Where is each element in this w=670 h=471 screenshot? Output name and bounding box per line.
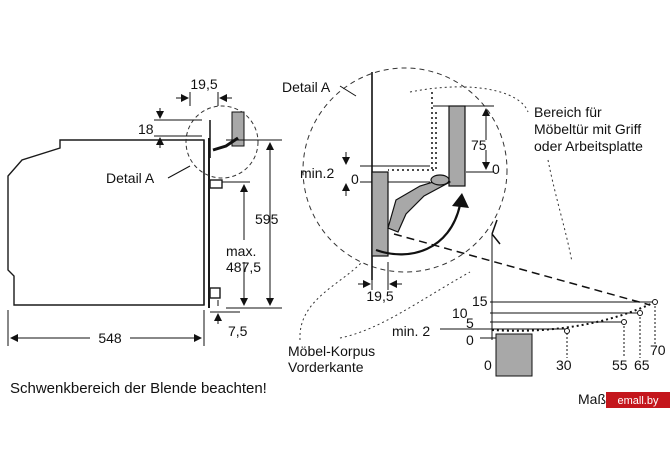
dim-0-detail-label: 0 [351,171,359,187]
region-label-2: Möbeltür mit Griff [534,121,641,137]
dim-75 [466,105,494,173]
dim-0-right-label: 0 [492,161,500,177]
swing-diagram [393,219,658,377]
dim-487-5-label: 487,5 [226,259,261,275]
dim-19-5-top-label: 19,5 [190,76,217,92]
swing-x-tick: 65 [634,357,650,373]
dim-19-5-top [176,92,232,106]
oven-front-panel [371,171,389,257]
swing-panel [495,333,533,377]
dim-7-5-label: 7,5 [228,323,248,339]
dim-548 [7,310,205,346]
swing-y-tick: min. 2 [392,323,430,339]
swing-y-tick: 0 [466,332,474,348]
dim-75-label: 75 [471,137,487,153]
dim-min2-detail-label: min.2 [300,165,334,181]
swing-x-tick: 0 [484,357,492,373]
swing-x-tick: 30 [556,357,572,373]
dim-max-label: max. [226,243,256,259]
detail-a-top-label: Detail A [282,79,331,95]
swing-y-tick: 10 [452,305,468,321]
small-door-panel [231,111,245,147]
oven-body-outline [7,139,205,306]
detail-a-large [302,67,508,280]
handle-arm [387,177,451,233]
swing-x-tick: 55 [612,357,628,373]
oven-side-view [7,138,223,308]
caption: Schwenkbereich der Blende beachten! [10,380,267,397]
dim-548-label: 548 [98,330,122,346]
dim-18-label: 18 [138,121,154,137]
region-label-3: oder Arbeitsplatte [534,138,643,154]
swing-curve [491,301,656,332]
detail-a-small [185,105,259,179]
dim-7-5 [210,300,240,324]
swing-y-tick: 15 [472,293,488,309]
handle-block [209,179,223,189]
furniture-door-panel [448,105,466,187]
swing-arrow [375,204,462,256]
watermark: emall.by [606,392,670,408]
dim-19-5-detail-label: 19,5 [366,288,393,304]
korpus-label-2: Vorderkante [288,359,364,375]
region-label-1: Bereich für [534,104,602,120]
watermark-text: emall.by [618,395,659,407]
swing-x-tick: 70 [650,342,666,358]
korpus-label-1: Möbel-Korpus [288,343,375,359]
dim-595 [226,139,282,309]
dim-595-label: 595 [255,211,279,227]
swing-y-tick: 5 [466,315,474,331]
dim-18 [154,108,202,148]
dim-19-5-detail [358,262,402,290]
detail-a-left-label: Detail A [106,170,155,186]
dim-487-5 [222,181,250,306]
